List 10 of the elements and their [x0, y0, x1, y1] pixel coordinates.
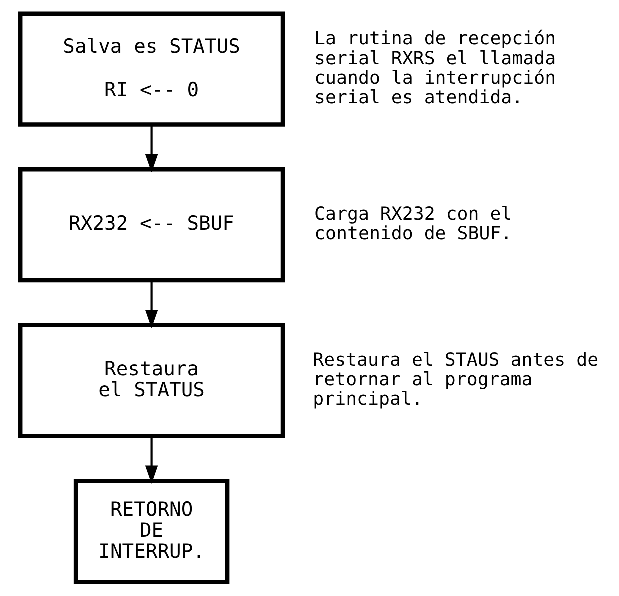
node-label: Restaura el STAUS antes de retornar al programa principal.	[312, 350, 598, 410]
arrow	[144, 436, 158, 484]
node-box: Restaura el STATUS	[18, 323, 285, 438]
arrow	[144, 280, 158, 328]
node-label: Carga RX232 con el contenido de SBUF.	[314, 204, 512, 245]
node-box: RETORNO DE INTERRUP.	[73, 479, 230, 584]
node-box: Salva es STATUS RI <-- 0	[18, 12, 285, 127]
node-box: RX232 <-- SBUF	[18, 168, 285, 283]
node-label: La rutina de recepción serial RXRS el llamada cuando la interrupción serial es atendida.	[314, 28, 556, 109]
arrow	[144, 125, 158, 173]
